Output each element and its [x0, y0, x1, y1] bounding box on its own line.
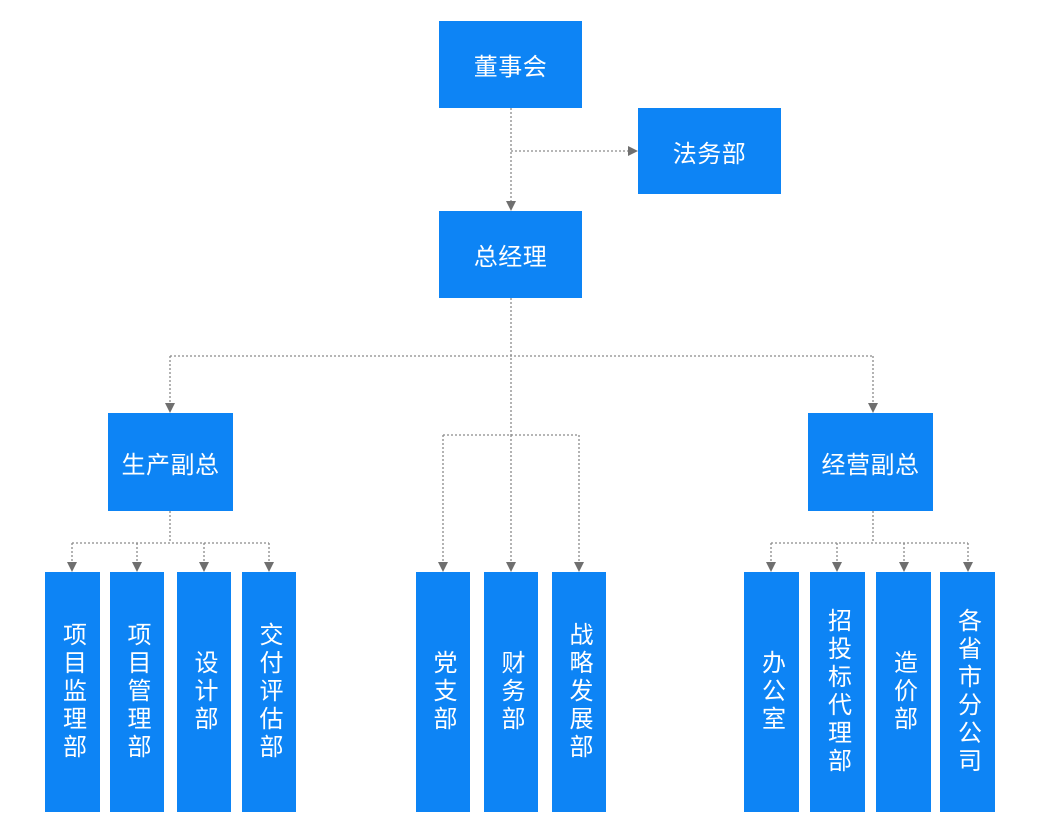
legal-department-box: 法务部: [638, 108, 781, 194]
arrow-to-delivery-evaluation: [264, 562, 274, 572]
arrow-to-production-vp: [165, 403, 175, 413]
party-branch-box: 党支部: [416, 572, 470, 812]
project-management-box: 项目管理部: [110, 572, 164, 812]
board-box: 董事会: [439, 21, 582, 108]
general-manager-box: 总经理: [439, 211, 582, 298]
arrow-to-legal: [628, 146, 638, 156]
strategic-development-box: 战略发展部: [552, 572, 606, 812]
arrow-to-strategic-development: [574, 562, 584, 572]
cost-department-box: 造价部: [876, 572, 931, 812]
arrow-to-office: [766, 562, 776, 572]
business-vp-box: 经营副总: [808, 413, 933, 511]
project-supervision-box: 项目监理部: [45, 572, 100, 812]
arrow-to-cost: [899, 562, 909, 572]
arrow-to-party-branch: [438, 562, 448, 572]
arrow-to-project-management: [132, 562, 142, 572]
arrow-to-business-vp: [868, 403, 878, 413]
design-department-box: 设计部: [177, 572, 231, 812]
arrow-to-provincial-branches: [963, 562, 973, 572]
office-box: 办公室: [744, 572, 799, 812]
bidding-agency-box: 招投标代理部: [810, 572, 865, 812]
arrow-to-gm: [506, 201, 516, 211]
arrow-to-finance: [506, 562, 516, 572]
arrow-to-project-supervision: [67, 562, 77, 572]
provincial-branches-box: 各省市分公司: [940, 572, 995, 812]
arrow-to-bidding-agency: [832, 562, 842, 572]
finance-department-box: 财务部: [484, 572, 538, 812]
arrow-to-design: [199, 562, 209, 572]
production-vp-box: 生产副总: [108, 413, 233, 511]
delivery-evaluation-box: 交付评估部: [242, 572, 296, 812]
